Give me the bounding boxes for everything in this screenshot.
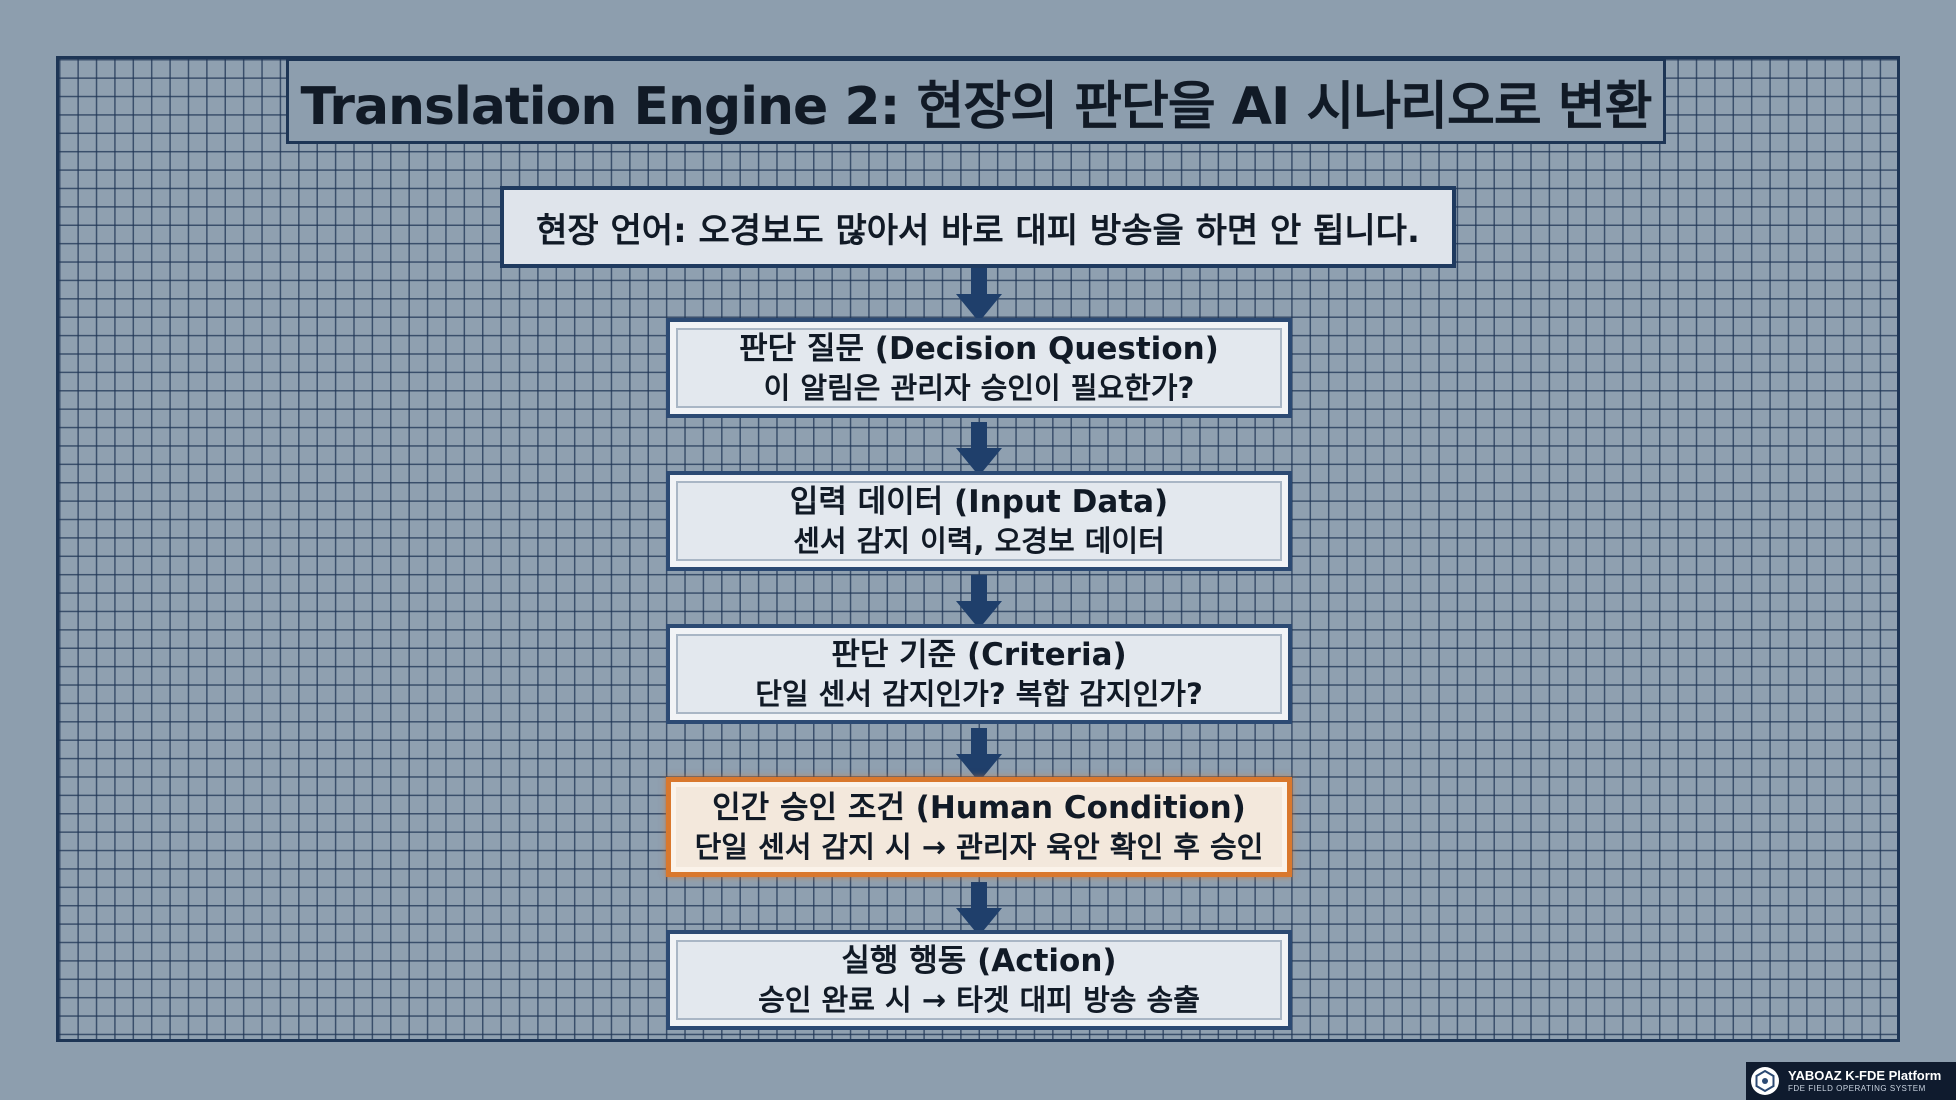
down-arrow-icon xyxy=(956,728,1002,782)
field-language-box: 현장 언어: 오경보도 많아서 바로 대피 방송을 하면 안 됩니다. xyxy=(500,186,1456,268)
down-arrow-icon xyxy=(956,882,1002,936)
down-arrow-icon xyxy=(956,575,1002,629)
step-input-data: 입력 데이터 (Input Data) 센서 감지 이력, 오경보 데이터 xyxy=(666,471,1292,571)
step-criteria: 판단 기준 (Criteria) 단일 센서 감지인가? 복합 감지인가? xyxy=(666,624,1292,724)
step-description: 승인 완료 시 → 타겟 대피 방송 송출 xyxy=(758,983,1200,1017)
page-title: Translation Engine 2: 현장의 판단을 AI 시나리오로 변… xyxy=(300,76,1653,137)
down-arrow-icon xyxy=(956,268,1002,322)
step-title: 입력 데이터 (Input Data) xyxy=(789,484,1169,520)
step-description: 단일 센서 감지인가? 복합 감지인가? xyxy=(755,677,1203,711)
step-decision-question: 판단 질문 (Decision Question) 이 알림은 관리자 승인이 … xyxy=(666,318,1292,418)
step-title: 판단 기준 (Criteria) xyxy=(831,637,1127,673)
step-description: 이 알림은 관리자 승인이 필요한가? xyxy=(763,371,1195,405)
step-description: 센서 감지 이력, 오경보 데이터 xyxy=(793,524,1165,558)
hexagon-logo-icon xyxy=(1751,1067,1779,1095)
down-arrow-icon xyxy=(956,422,1002,476)
badge-name: YABOAZ K-FDE Platform xyxy=(1788,1068,1942,1083)
platform-badge: YABOAZ K-FDE Platform FDE FIELD OPERATIN… xyxy=(1746,1062,1956,1100)
field-language-text: 현장 언어: 오경보도 많아서 바로 대피 방송을 하면 안 됩니다. xyxy=(536,210,1420,251)
title-banner: Translation Engine 2: 현장의 판단을 AI 시나리오로 변… xyxy=(286,58,1666,144)
step-description: 단일 센서 감지 시 → 관리자 육안 확인 후 승인 xyxy=(694,830,1264,864)
step-title: 판단 질문 (Decision Question) xyxy=(739,331,1219,367)
step-title: 실행 행동 (Action) xyxy=(841,943,1117,979)
step-action: 실행 행동 (Action) 승인 완료 시 → 타겟 대피 방송 송출 xyxy=(666,930,1292,1030)
badge-subtitle: FDE FIELD OPERATING SYSTEM xyxy=(1788,1084,1926,1093)
step-human-condition: 인간 승인 조건 (Human Condition) 단일 센서 감지 시 → … xyxy=(666,777,1292,877)
step-title: 인간 승인 조건 (Human Condition) xyxy=(712,790,1246,826)
